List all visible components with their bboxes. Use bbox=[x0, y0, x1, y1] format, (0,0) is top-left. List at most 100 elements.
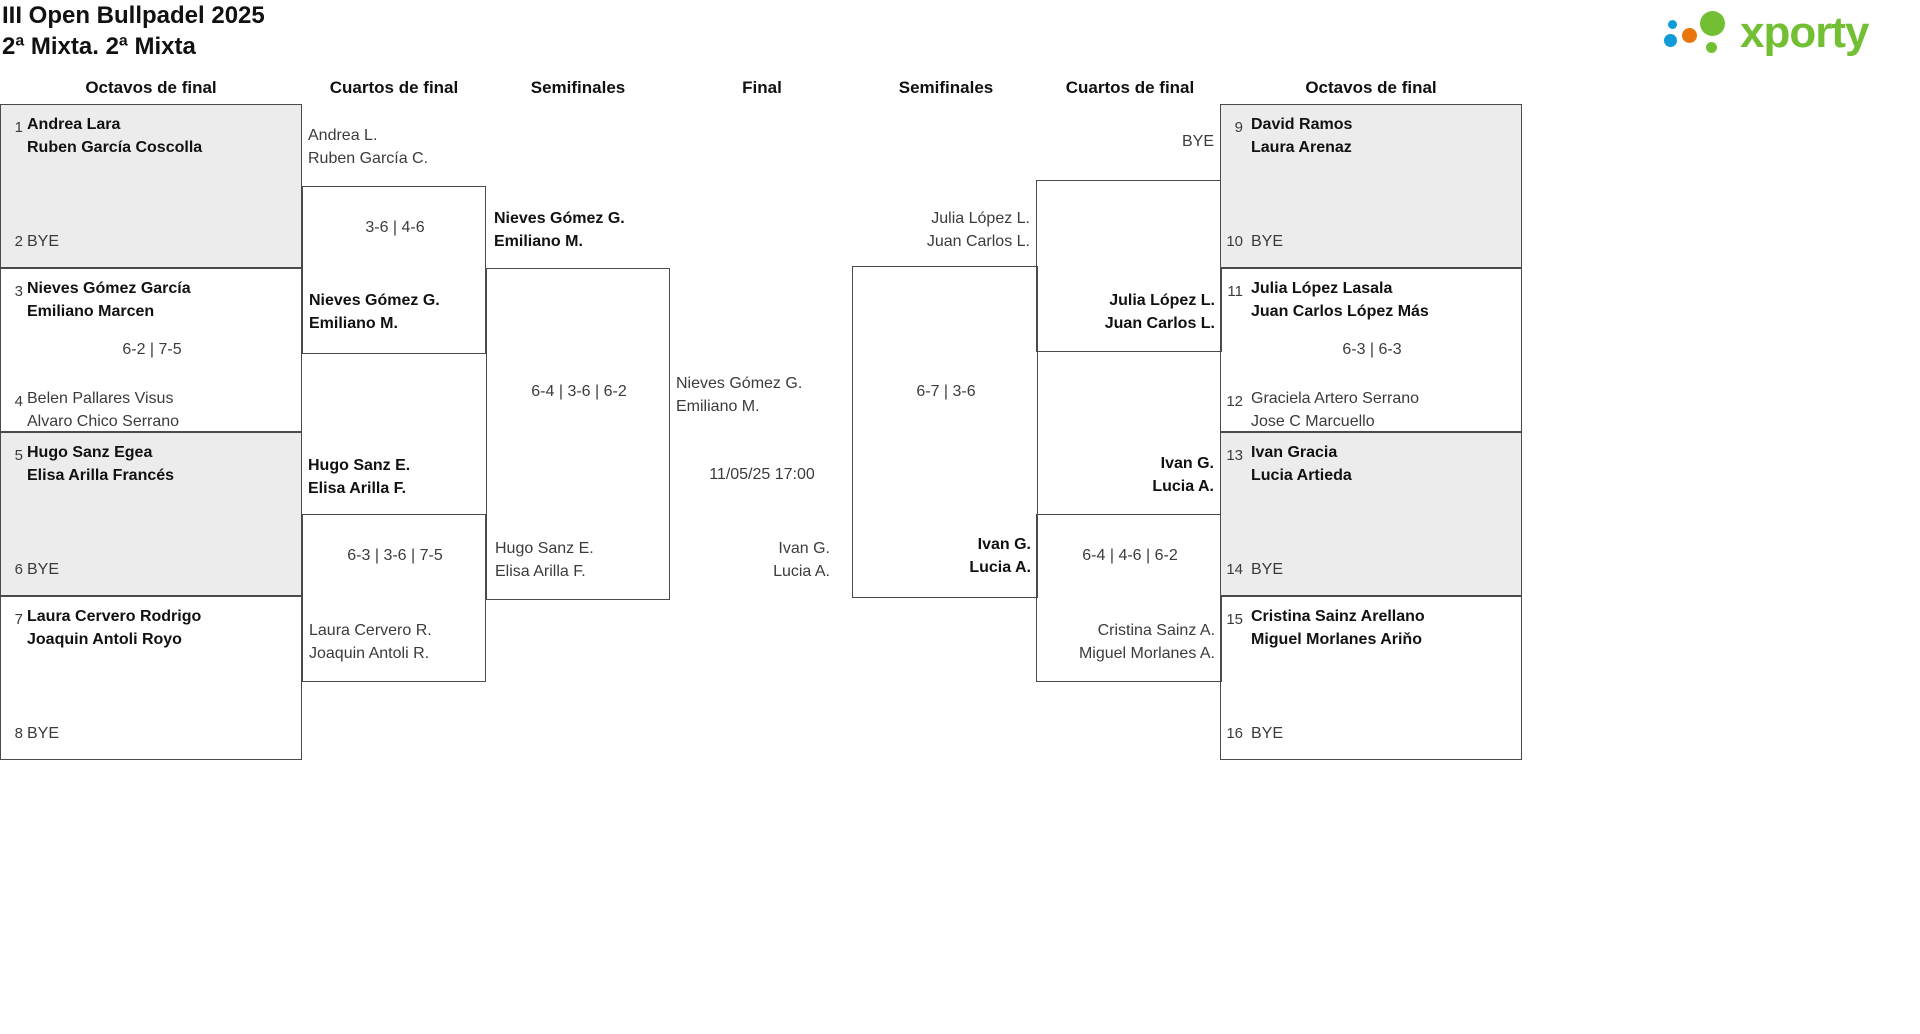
seed-number: 7 bbox=[14, 611, 23, 628]
match-score: 6-2 | 7-5 bbox=[122, 341, 182, 358]
seed-number: 15 bbox=[1226, 611, 1243, 628]
bye-label: BYE bbox=[27, 725, 60, 742]
player-names: Nieves Gómez García Emiliano Marcen bbox=[27, 277, 191, 323]
player-names: Ivan Gracia Lucia Artieda bbox=[1251, 441, 1352, 487]
seed-number: 13 bbox=[1226, 447, 1243, 464]
player-name-2: Juan Carlos López Más bbox=[1251, 303, 1429, 320]
r16-match-left-3[interactable]: 5 Hugo Sanz Egea Elisa Arilla Francés 6 … bbox=[0, 432, 302, 596]
sf-match-right[interactable]: 6-7 | 3-6 Ivan G. Lucia A. bbox=[852, 266, 1038, 598]
player-name-2: Laura Arenaz bbox=[1251, 139, 1352, 156]
bye-label: BYE bbox=[1251, 233, 1284, 250]
player-name-1: Andrea Lara bbox=[27, 116, 121, 133]
player-name-1: Ivan G. bbox=[977, 536, 1031, 553]
qf-match-right-1[interactable]: Julia López L. Juan Carlos L. bbox=[1036, 180, 1222, 352]
player-name-2: Emiliano M. bbox=[494, 233, 583, 250]
player-name-1: Ivan G. bbox=[1160, 455, 1214, 472]
seed-number: 11 bbox=[1227, 283, 1243, 300]
seed-number: 14 bbox=[1226, 561, 1243, 578]
r16-match-right-3[interactable]: 13 Ivan Gracia Lucia Artieda 14 BYE bbox=[1220, 432, 1522, 596]
player-names: Nieves Gómez G. Emiliano M. bbox=[309, 289, 440, 335]
player-name-1: Hugo Sanz E. bbox=[495, 540, 594, 557]
seed-number: 9 bbox=[1234, 119, 1243, 136]
match-score: 6-3 | 6-3 bbox=[1342, 341, 1402, 358]
page-title: III Open Bullpadel 2025 2ª Mixta. 2ª Mix… bbox=[2, 0, 265, 62]
r16-match-right-4[interactable]: 15 Cristina Sainz Arellano Miguel Morlan… bbox=[1220, 596, 1522, 760]
player-name-2: Elisa Arilla Francés bbox=[27, 467, 175, 484]
player-names: Andrea Lara Ruben García Coscolla bbox=[27, 113, 202, 159]
r16-match-right-2[interactable]: 11 Julia López Lasala Juan Carlos López … bbox=[1220, 268, 1522, 432]
qf-match-left-1[interactable]: 3-6 | 4-6 Nieves Gómez G. Emiliano M. bbox=[302, 186, 486, 354]
round-header-right-r16: Octavos de final bbox=[1305, 78, 1437, 97]
bye-label: BYE bbox=[1251, 725, 1284, 742]
r16-match-left-4[interactable]: 7 Laura Cervero Rodrigo Joaquin Antoli R… bbox=[0, 596, 302, 760]
tournament-category: 2ª Mixta. 2ª Mixta bbox=[2, 33, 196, 60]
qf-match-left-2[interactable]: 6-3 | 3-6 | 7-5 Laura Cervero R. Joaquin… bbox=[302, 514, 486, 682]
seed-number: 10 bbox=[1226, 233, 1243, 250]
player-name-1: Nieves Gómez G. bbox=[494, 210, 625, 227]
player-name-2: Emiliano Marcen bbox=[27, 303, 155, 320]
player-names: Laura Cervero Rodrigo Joaquin Antoli Roy… bbox=[27, 605, 201, 651]
bye-label: BYE bbox=[1251, 561, 1284, 578]
player-name-2: Ruben García C. bbox=[308, 150, 429, 167]
match-score: 6-4 | 3-6 | 6-2 bbox=[531, 383, 627, 400]
player-name-2: Lucia A. bbox=[1152, 478, 1214, 495]
player-name-2: Elisa Arilla F. bbox=[308, 480, 407, 497]
qf-match-right-2[interactable]: 6-4 | 4-6 | 6-2 Cristina Sainz A. Miguel… bbox=[1036, 514, 1222, 682]
seed-number: 2 bbox=[14, 233, 23, 250]
seed-number: 6 bbox=[14, 561, 23, 578]
player-name-1: Andrea L. bbox=[308, 127, 378, 144]
player-names: Cristina Sainz Arellano Miguel Morlanes … bbox=[1251, 605, 1425, 651]
sf-match-left[interactable]: 6-4 | 3-6 | 6-2 Hugo Sanz E. Elisa Arill… bbox=[486, 268, 670, 600]
r16-match-left-2[interactable]: 3 Nieves Gómez García Emiliano Marcen 6-… bbox=[0, 268, 302, 432]
player-name-1: Laura Cervero R. bbox=[309, 622, 432, 639]
player-name-1: Cristina Sainz Arellano bbox=[1251, 608, 1425, 625]
logo-wordmark: xporty bbox=[1740, 8, 1869, 57]
tournament-name: III Open Bullpadel 2025 bbox=[2, 2, 265, 29]
player-names: Hugo Sanz E. Elisa Arilla F. bbox=[495, 537, 594, 583]
match-score: 6-7 | 3-6 bbox=[916, 383, 976, 400]
seed-number: 4 bbox=[14, 393, 23, 410]
bye-label: BYE bbox=[27, 233, 60, 250]
player-name-2: Lucia A. bbox=[969, 559, 1031, 576]
round-header-left-qf: Cuartos de final bbox=[329, 78, 459, 97]
qf-left-entry-1: Andrea L. Ruben García C. bbox=[308, 124, 428, 170]
player-names: Laura Cervero R. Joaquin Antoli R. bbox=[309, 619, 432, 665]
logo-dot-blue-small bbox=[1668, 20, 1677, 29]
player-name-2: Juan Carlos L. bbox=[926, 233, 1030, 250]
bye-label: BYE bbox=[27, 561, 60, 578]
round-header-left-sf: Semifinales bbox=[530, 78, 626, 97]
round-header-right-qf: Cuartos de final bbox=[1065, 78, 1195, 97]
seed-number: 3 bbox=[14, 283, 23, 300]
qf-left-entry-3: Hugo Sanz E. Elisa Arilla F. bbox=[308, 454, 410, 500]
player-name-1: Cristina Sainz A. bbox=[1097, 622, 1215, 639]
player-names: Julia López Lasala Juan Carlos López Más bbox=[1251, 277, 1429, 323]
player-name-2: Ruben García Coscolla bbox=[27, 139, 203, 156]
r16-match-left-1[interactable]: 1 Andrea Lara Ruben García Coscolla 2 BY… bbox=[0, 104, 302, 268]
player-name-1: David Ramos bbox=[1251, 116, 1353, 133]
player-names: Ivan G. Lucia A. bbox=[853, 533, 1031, 579]
player-name-1: Hugo Sanz E. bbox=[308, 457, 411, 474]
qf-right-entry-3: Ivan G. Lucia A. bbox=[1036, 452, 1214, 498]
match-score: 6-4 | 4-6 | 6-2 bbox=[1082, 547, 1178, 564]
player-name-1: Nieves Gómez García bbox=[27, 280, 191, 297]
seed-number: 8 bbox=[14, 725, 23, 742]
player-name-1: Ivan G. bbox=[778, 540, 830, 557]
player-name-2: Emiliano M. bbox=[309, 315, 398, 332]
player-name-2: Emiliano M. bbox=[676, 398, 760, 415]
player-name-1: Graciela Artero Serrano bbox=[1251, 390, 1420, 407]
r16-match-right-1[interactable]: 9 David Ramos Laura Arenaz 10 BYE bbox=[1220, 104, 1522, 268]
player-name-1: Nieves Gómez G. bbox=[309, 292, 440, 309]
seed-number: 1 bbox=[14, 119, 23, 136]
player-name-2: Elisa Arilla F. bbox=[495, 563, 586, 580]
player-name-2: Joaquin Antoli R. bbox=[309, 645, 430, 662]
player-names: Graciela Artero Serrano Jose C Marcuello bbox=[1251, 387, 1419, 433]
logo-dot-blue-medium bbox=[1664, 34, 1677, 47]
round-header-right-sf: Semifinales bbox=[898, 78, 994, 97]
seed-number: 16 bbox=[1226, 725, 1243, 742]
player-name-2: Lucia Artieda bbox=[1251, 467, 1352, 484]
sf-left-entry-1: Nieves Gómez G. Emiliano M. bbox=[494, 207, 625, 253]
qf-right-bye: BYE bbox=[1181, 133, 1214, 150]
match-score: 6-3 | 3-6 | 7-5 bbox=[347, 547, 443, 564]
player-names: Julia López L. Juan Carlos L. bbox=[1037, 289, 1215, 335]
